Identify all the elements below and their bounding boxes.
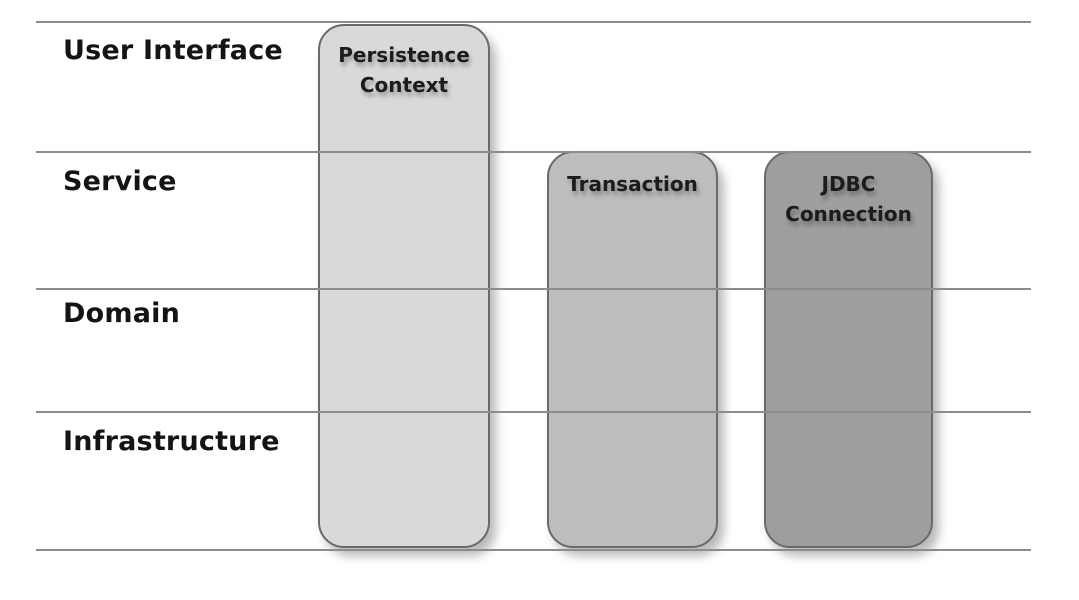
layer-label-user-interface: User Interface — [63, 35, 283, 66]
layer-label-infrastructure: Infrastructure — [63, 426, 280, 457]
layer-label-domain: Domain — [63, 298, 180, 329]
jdbc-connection-scope: JDBC Connection — [764, 151, 933, 548]
layer-divider-top — [36, 21, 1031, 23]
layer-divider-bottom — [36, 549, 1031, 551]
transaction-title: Transaction — [567, 172, 698, 196]
layer-divider-domain-infrastructure — [36, 411, 1031, 413]
persistence-context-title: Persistence Context — [338, 43, 470, 97]
persistence-context-scope: Persistence Context — [318, 24, 490, 548]
layer-label-service: Service — [63, 166, 177, 197]
transaction-scope: Transaction — [547, 151, 718, 548]
layer-divider-service-domain — [36, 288, 1031, 290]
jdbc-connection-title: JDBC Connection — [785, 172, 912, 226]
layer-divider-ui-service — [36, 151, 1031, 153]
